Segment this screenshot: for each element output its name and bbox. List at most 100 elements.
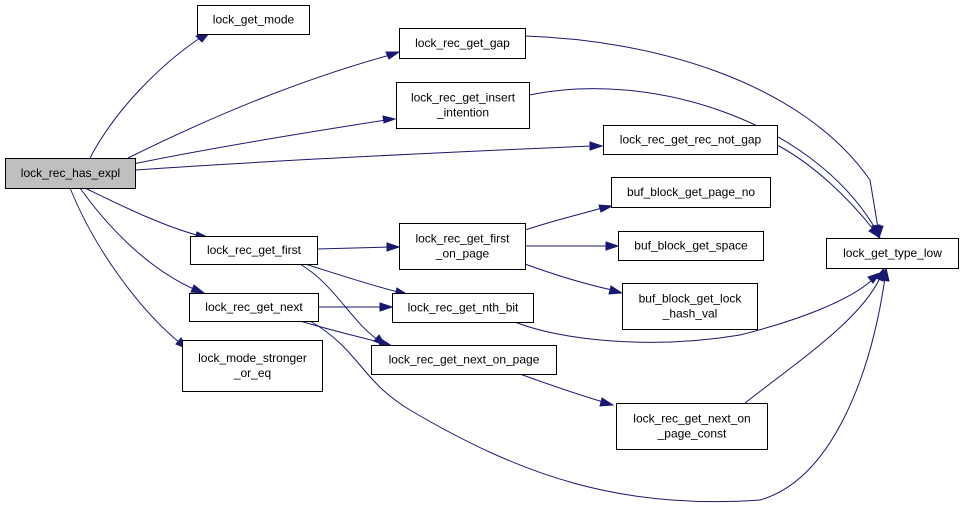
edge-line	[316, 246, 390, 250]
edge-line	[79, 187, 197, 291]
edge-line	[84, 187, 201, 237]
node-buf-block-get-space[interactable]: buf_block_get_space	[618, 231, 764, 261]
node-label: _or_eq	[233, 366, 271, 380]
edge-lock_rec_get_insert_intention-to-lock_get_type_low	[528, 88, 881, 240]
node-lock-rec-get-nth-bit[interactable]: lock_rec_get_nth_bit	[392, 293, 534, 323]
arrow-head-icon	[386, 242, 401, 252]
node-label: lock_rec_get_insert	[411, 91, 516, 105]
node-label: lock_rec_get_rec_not_gap	[620, 133, 762, 147]
edge-lock_rec_get_rec_not_gap-to-lock_get_type_low	[776, 144, 882, 240]
node-label: lock_get_mode	[213, 13, 295, 27]
node-box[interactable]	[396, 82, 530, 129]
edge-lock_rec_get_next_on_page-to-lock_rec_get_next_on_page_const	[519, 373, 615, 407]
edge-line	[132, 119, 387, 165]
node-lock-get-type-low[interactable]: lock_get_type_low	[826, 238, 959, 269]
node-label: lock_rec_get_first	[415, 232, 510, 246]
nodes-layer: lock_rec_has_expl lock_get_mode lock_rec_g…	[5, 5, 959, 450]
node-buf-block-get-lock-hash-val[interactable]: buf_block_get_lock_hash_val	[622, 283, 758, 330]
edge-line	[519, 373, 604, 403]
arrow-head-icon	[190, 284, 206, 294]
node-label: _hash_val	[662, 307, 718, 321]
edge-lock_rec_has_expl-to-lock_rec_get_next	[79, 187, 206, 294]
node-label: lock_rec_get_next_on	[633, 412, 750, 426]
node-buf-block-get-page-no[interactable]: buf_block_get_page_no	[611, 177, 771, 208]
edge-line	[524, 263, 613, 291]
node-box[interactable]	[399, 28, 526, 59]
node-label: buf_block_get_lock	[639, 292, 743, 306]
edge-line	[69, 187, 181, 344]
node-lock-rec-get-next[interactable]: lock_rec_get_next	[189, 293, 319, 322]
edge-line	[304, 263, 399, 293]
arrow-head-icon	[605, 241, 620, 251]
edge-lock_rec_has_expl-to-lock_rec_get_gap	[127, 51, 401, 159]
node-label: buf_block_get_page_no	[627, 185, 755, 199]
node-box[interactable]	[197, 5, 310, 35]
node-label: _on_page	[435, 247, 490, 261]
edge-lock_rec_has_expl-to-lock_rec_get_first	[84, 187, 211, 241]
node-box[interactable]	[826, 238, 959, 269]
edge-line	[514, 279, 873, 343]
edge-line	[776, 144, 874, 230]
node-label: lock_rec_get_next_on_page	[389, 353, 540, 367]
edge-lock_rec_get_first_on_page-to-buf_block_get_space	[525, 241, 620, 251]
node-box[interactable]	[189, 293, 319, 322]
node-lock-rec-get-rec-not-gap[interactable]: lock_rec_get_rec_not_gap	[603, 125, 778, 155]
node-lock-rec-get-first[interactable]: lock_rec_get_first	[190, 236, 318, 265]
edge-line	[299, 320, 383, 344]
edge-lock_rec_get_first_on_page-to-buf_block_get_lock_hash_val	[524, 263, 624, 295]
node-box[interactable]	[616, 403, 768, 450]
node-lock-rec-get-first-on-page[interactable]: lock_rec_get_first_on_page	[399, 223, 526, 270]
node-box[interactable]	[611, 177, 771, 208]
arrow-head-icon	[382, 115, 397, 124]
node-lock-get-mode[interactable]: lock_get_mode	[197, 5, 310, 35]
node-label: lock_rec_get_nth_bit	[408, 301, 519, 315]
node-lock-rec-get-insert-intention[interactable]: lock_rec_get_insert_intention	[396, 82, 530, 129]
node-label: lock_rec_get_next	[205, 300, 303, 314]
edges-layer	[69, 32, 890, 503]
edge-line	[89, 37, 201, 159]
node-label: buf_block_get_space	[634, 239, 748, 253]
node-box[interactable]	[399, 223, 526, 270]
edge-line	[299, 263, 379, 341]
arrow-head-icon	[379, 302, 394, 312]
node-box[interactable]	[5, 158, 136, 189]
edge-lock_rec_has_expl-to-lock_rec_get_rec_not_gap	[134, 141, 604, 171]
node-lock-rec-get-next-on-page-const[interactable]: lock_rec_get_next_on_page_const	[616, 403, 768, 450]
node-lock-rec-get-next-on-page[interactable]: lock_rec_get_next_on_page	[371, 345, 557, 375]
node-label: lock_rec_has_expl	[21, 166, 120, 180]
edge-line	[744, 277, 881, 404]
edge-lock_rec_has_expl-to-lock_rec_get_insert_intention	[132, 115, 397, 165]
edge-lock_rec_get_first_on_page-to-buf_block_get_page_no	[524, 204, 614, 231]
arrow-head-icon	[868, 225, 882, 240]
edge-lock_rec_get_first-to-lock_rec_get_first_on_page	[316, 242, 401, 252]
arrow-head-icon	[589, 141, 604, 151]
node-label: _page_const	[657, 427, 727, 441]
node-box[interactable]	[190, 236, 318, 265]
edge-lock_rec_get_next-to-lock_rec_get_nth_bit	[318, 302, 394, 312]
node-box[interactable]	[182, 340, 323, 392]
node-box[interactable]	[371, 345, 557, 375]
node-box[interactable]	[618, 231, 764, 261]
arrow-head-icon	[875, 266, 885, 282]
node-label: lock_get_type_low	[843, 246, 942, 260]
node-box[interactable]	[622, 283, 758, 330]
arrow-head-icon	[598, 204, 614, 213]
node-box[interactable]	[392, 293, 534, 323]
edge-lock_rec_get_next_on_page_const-to-lock_get_type_low	[744, 266, 885, 404]
node-box[interactable]	[603, 125, 778, 155]
node-lock-rec-get-gap[interactable]: lock_rec_get_gap	[399, 28, 526, 59]
node-label: lock_rec_get_first	[207, 243, 302, 257]
edge-line	[524, 207, 603, 231]
arrow-head-icon	[608, 285, 624, 295]
edge-line	[524, 35, 879, 229]
arrow-head-icon	[599, 397, 615, 407]
node-lock-mode-stronger-or-eq[interactable]: lock_mode_stronger_or_eq	[182, 340, 323, 392]
edge-lock_rec_has_expl-to-lock_mode_stronger_or_eq	[69, 187, 190, 351]
arrow-head-icon	[385, 51, 401, 60]
edge-lock_rec_has_expl-to-lock_get_mode	[89, 32, 211, 159]
edge-line	[528, 88, 876, 229]
edge-line	[309, 277, 886, 503]
node-label: lock_rec_get_gap	[415, 36, 510, 50]
node-lock-rec-has-expl[interactable]: lock_rec_has_expl	[5, 158, 136, 189]
